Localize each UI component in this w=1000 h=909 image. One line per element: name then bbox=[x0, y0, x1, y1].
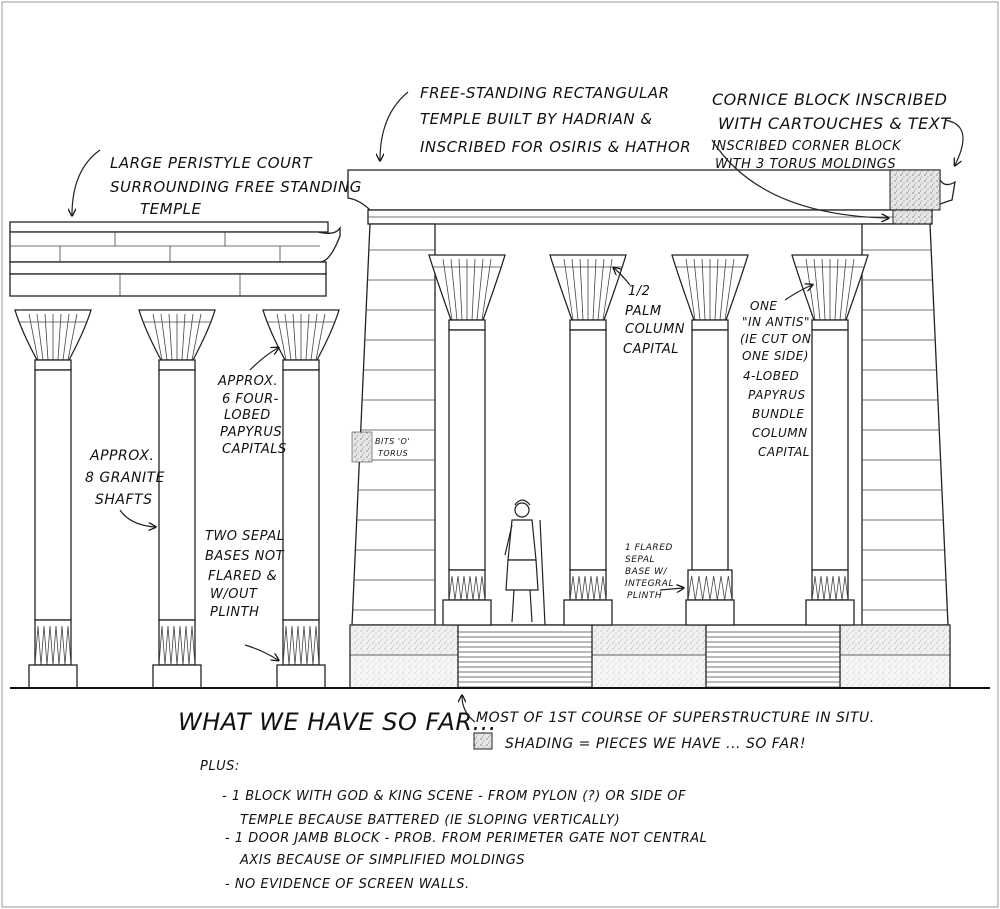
note-item-1: - 1 block with God & King scene - from p… bbox=[222, 789, 686, 828]
column bbox=[138, 309, 216, 689]
column-shaft bbox=[569, 329, 607, 571]
column bbox=[671, 254, 749, 626]
first-course-note: Most of 1st course of superstructure in … bbox=[476, 710, 875, 726]
column bbox=[428, 254, 506, 626]
column-shaft bbox=[158, 369, 196, 621]
column-plinth bbox=[805, 599, 855, 626]
column-plinth bbox=[28, 664, 78, 689]
column-plinth bbox=[563, 599, 613, 626]
temple bbox=[347, 169, 956, 689]
left-wall bbox=[351, 223, 436, 626]
column bbox=[14, 309, 92, 689]
column bbox=[791, 254, 869, 626]
column bbox=[549, 254, 627, 626]
column bbox=[262, 309, 340, 689]
right-wall bbox=[861, 223, 949, 626]
column-shaft bbox=[811, 329, 849, 571]
bits-torus-label: Bits 'o'torus bbox=[375, 437, 410, 458]
column-plinth bbox=[442, 599, 492, 626]
column-plinth bbox=[152, 664, 202, 689]
column-base bbox=[687, 569, 733, 601]
stairway bbox=[457, 624, 593, 689]
corner-block bbox=[889, 169, 941, 211]
peristyle-entablature bbox=[9, 221, 341, 297]
notes-heading: What we have so far... bbox=[178, 708, 497, 736]
note-item-3: - No evidence of screen walls. bbox=[225, 877, 470, 892]
column-shaft bbox=[34, 369, 72, 621]
torus-fragment bbox=[351, 431, 373, 463]
roman-soldier-figure bbox=[504, 499, 546, 626]
column-shaft bbox=[282, 369, 320, 621]
column-base bbox=[811, 569, 849, 601]
column-plinth bbox=[685, 599, 735, 626]
stairway bbox=[705, 624, 841, 689]
column-plinth bbox=[276, 664, 326, 689]
column-base bbox=[158, 619, 196, 666]
plus-label: Plus: bbox=[200, 759, 240, 774]
column-shaft bbox=[448, 329, 486, 571]
note-item-2: - 1 door jamb block - prob. from perimet… bbox=[225, 831, 707, 868]
temple-cornice bbox=[347, 169, 956, 211]
shading-legend-label: Shading = Pieces we have ... so far! bbox=[505, 736, 806, 752]
shading-legend-swatch bbox=[473, 732, 493, 750]
column-shaft bbox=[691, 329, 729, 571]
